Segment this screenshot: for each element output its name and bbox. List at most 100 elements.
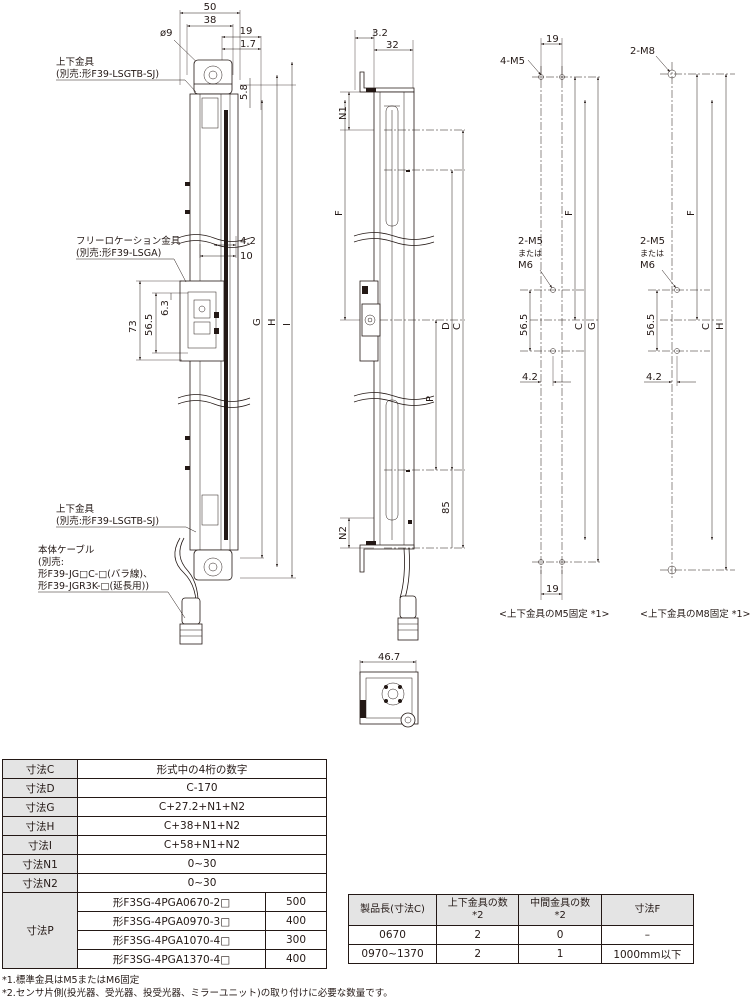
table-row: 0670 2 0 – (347, 925, 695, 945)
dim-5-8: 5.8 (239, 84, 250, 100)
table-cell-model: 形F3SG-4PGA1070-4□ (77, 930, 266, 950)
table-row: 形F3SG-4PGA1370-4□ 400 (3, 949, 327, 969)
label-cable-sep: (別売: (38, 556, 64, 568)
label-bottom-bracket-model: (別売:形F39-LSGTB-SJ) (56, 515, 159, 527)
caption-m5: <上下金具のM5固定 *1> (499, 608, 609, 620)
dim-n2: N2 (338, 526, 349, 540)
dim-56-5-m5view: 56.5 (519, 314, 530, 336)
table-cell-value: 400 (265, 911, 327, 931)
dim-f-m8view: F (686, 210, 697, 216)
table-cell-label: 寸法N1 (2, 854, 78, 874)
footnotes: *1.標準金具はM5またはM6固定 *2.センサ片側(投光器、受光器、投受光器、… (2, 974, 393, 1000)
header-top-bottom: 上下金具の数*2 (436, 894, 520, 926)
front-view: 50 38 19 1.7 ø9 5.8 (38, 2, 296, 645)
table-row: 0970~1370 2 1 1000mm以下 (347, 944, 695, 964)
label-top-bracket: 上下金具 (56, 56, 95, 68)
table-cell-value: 形式中の4桁の数字 (77, 759, 327, 779)
dim-4-2-front: 4.2 (240, 236, 256, 247)
dim-46-7: 46.7 (378, 652, 400, 663)
dim-19-m5-top: 19 (546, 34, 559, 45)
label-or-m8view: または (640, 249, 664, 258)
cell-dim-f: 1000mm以下 (600, 944, 695, 964)
label-cable: 本体ケーブル (38, 544, 95, 556)
dim-38: 38 (204, 15, 217, 26)
label-cable-model-1: 形F39-JG□C-□(バラ線)、 (38, 568, 153, 580)
cell-top-bottom: 2 (436, 944, 520, 964)
table-cell-value: 0~30 (77, 854, 327, 874)
dim-i-front: I (282, 323, 293, 326)
dim-4-2-m5view: 4.2 (522, 372, 538, 383)
table-row: 形F3SG-4PGA1070-4□ 300 (3, 930, 327, 950)
dim-56-5-m8view: 56.5 (646, 314, 657, 336)
cell-length: 0970~1370 (347, 944, 438, 964)
dim-f-m5view: F (564, 210, 575, 216)
dim-h-m8view: H (715, 322, 726, 330)
dim-3-2: 3.2 (372, 28, 388, 39)
table-header-row: 製品長(寸法C) 上下金具の数*2 中間金具の数*2 寸法F (347, 894, 695, 926)
m5-fixing-view: 19 4-M5 2-M5 または M6 56.5 4.2 F C G (499, 34, 609, 620)
table-cell-value: 500 (265, 892, 327, 912)
dim-h-front: H (267, 318, 278, 326)
label-cable-model-2: 形F39-JGR3K-□(延長用)) (38, 580, 149, 592)
cell-middle: 1 (518, 944, 602, 964)
side-view: 3.2 32 (334, 28, 465, 641)
table-cell-value: C+38+N1+N2 (77, 816, 327, 836)
dim-6-3: 6.3 (160, 300, 171, 316)
dim-f-side: F (334, 210, 345, 216)
dim-phi9: ø9 (160, 28, 172, 39)
table-cell-model: 形F3SG-4PGA1370-4□ (77, 949, 266, 969)
caption-m8: <上下金具のM8固定 *1> (640, 608, 750, 620)
table-cell-label: 寸法I (2, 835, 78, 855)
table-cell-value: C+27.2+N1+N2 (77, 797, 327, 817)
dim-32: 32 (386, 40, 399, 51)
label-2-m5-m8view: 2-M5 (640, 236, 665, 247)
dim-85: 85 (441, 501, 452, 514)
dim-50: 50 (204, 2, 217, 13)
cell-middle: 0 (518, 925, 602, 945)
dim-73: 73 (128, 320, 139, 333)
m8-fixing-view: 2-M8 2-M5 または M6 56.5 4.2 F C H <上下金具のM8… (630, 46, 750, 620)
label-2-m5-m5view: 2-M5 (518, 236, 543, 247)
label-m6-m5view: M6 (518, 260, 533, 271)
label-4-m5: 4-M5 (500, 56, 525, 67)
label-bottom-bracket: 上下金具 (56, 503, 95, 515)
dim-19-m5-bot: 19 (546, 584, 559, 595)
dimension-drawing: 50 38 19 1.7 ø9 5.8 (38, 2, 750, 728)
table-cell-label: 寸法H (2, 816, 78, 836)
table-cell-label: 寸法G (2, 797, 78, 817)
table-row: 形F3SG-4PGA0970-3□ 400 (3, 911, 327, 931)
dim-1-7: 1.7 (240, 39, 256, 50)
dim-g-m5view: G (587, 322, 598, 330)
table-row: 寸法P 形F3SG-4PGA0670-2□ 500 (2, 892, 327, 969)
table-cell-value: 0~30 (77, 873, 327, 893)
header-length: 製品長(寸法C) (347, 894, 438, 926)
dim-c-m5view: C (574, 323, 585, 330)
table-cell-value: 300 (265, 930, 327, 950)
table-cell-label: 寸法D (2, 778, 78, 798)
table-cell-value: C+58+N1+N2 (77, 835, 327, 855)
bottom-view: 46.7 (359, 652, 419, 728)
dim-p: P (425, 396, 436, 402)
label-or-m5view: または (518, 249, 542, 258)
bracket-quantity-table: 製品長(寸法C) 上下金具の数*2 中間金具の数*2 寸法F 0670 2 0 … (347, 894, 695, 964)
label-free-bracket: フリーロケーション金具 (76, 235, 181, 247)
dim-19: 19 (240, 26, 253, 37)
table-cell-label: 寸法C (2, 759, 78, 779)
dim-4-2-m8view: 4.2 (646, 372, 662, 383)
dim-g-front: G (252, 318, 263, 326)
label-2-m8: 2-M8 (630, 46, 655, 57)
label-top-bracket-model: (別売:形F39-LSGTB-SJ) (56, 68, 159, 80)
cell-top-bottom: 2 (436, 925, 520, 945)
dim-56-5-front: 56.5 (144, 314, 155, 336)
header-dim-f: 寸法F (600, 894, 695, 926)
table-cell-value: 400 (265, 949, 327, 969)
table-cell-model: 形F3SG-4PGA0670-2□ (77, 892, 266, 912)
